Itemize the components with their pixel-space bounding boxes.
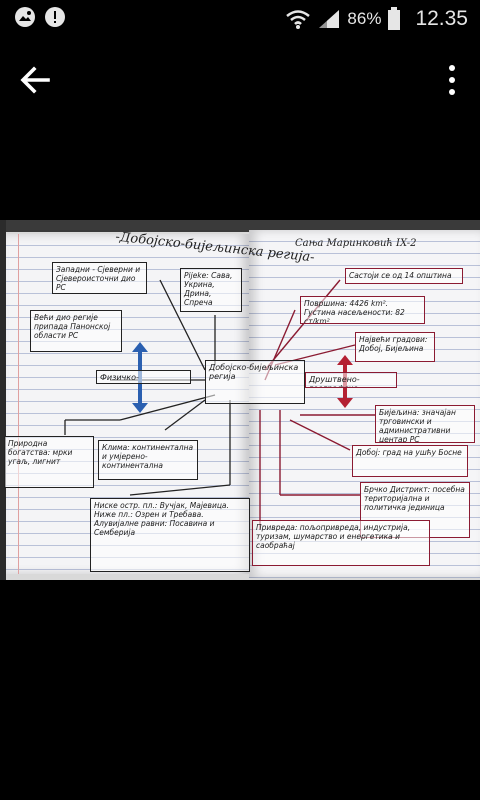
status-bar: 86% 12.35 bbox=[0, 0, 480, 38]
note-rivers: Рijeke: Сава, Укрина, Дрина, Спреча bbox=[180, 268, 242, 312]
alert-notification-icon bbox=[45, 7, 65, 27]
label-physical-geographic: Физичко-географске bbox=[96, 370, 191, 384]
wifi-icon bbox=[286, 10, 311, 29]
note-municipalities: Састоји се од 14 општина bbox=[345, 268, 463, 284]
note-mountains: Ниске остр. пл.: Вучјак, Мајевица. Ниже … bbox=[90, 498, 250, 572]
photo-edge bbox=[0, 220, 6, 580]
photo-author: Сања Маринковић IX-2 bbox=[295, 238, 417, 249]
note-doboj: Добој: град на ушћу Босне bbox=[352, 445, 468, 477]
label-social-geographic: Друштвено-географске bbox=[305, 372, 397, 388]
photo-notification-icon bbox=[15, 7, 35, 27]
app-bar bbox=[0, 38, 480, 118]
note-resources: Природна богатства: мрки угаљ, лигнит bbox=[4, 436, 94, 488]
note-pannonian: Већи дио регије припада Панонској област… bbox=[30, 310, 122, 352]
note-bijeljina: Бијељина: значајан трговински и админист… bbox=[375, 405, 475, 443]
battery-icon bbox=[388, 7, 401, 30]
arrow-left-icon[interactable] bbox=[16, 60, 56, 100]
photo-background bbox=[0, 220, 480, 232]
note-center-region: Добојско-бијељинска регија bbox=[205, 360, 305, 404]
battery-percent: 86% bbox=[347, 9, 382, 28]
note-location: Западни - Сјеверни и Сјевероисточни дио … bbox=[52, 262, 147, 294]
more-vertical-icon[interactable] bbox=[442, 62, 462, 98]
signal-icon bbox=[319, 10, 340, 28]
notebook-photo[interactable]: -Добојско-бијељинска регија- Сања Маринк… bbox=[0, 220, 480, 580]
clock: 12.35 bbox=[415, 7, 468, 30]
note-largest-cities: Највећи градови: Добој, Бијељина bbox=[355, 332, 435, 362]
note-economy: Привреда: пољопривреда, индустрија, тури… bbox=[252, 520, 430, 566]
note-climate: Клима: континентална и умјерено-континен… bbox=[98, 440, 198, 480]
note-area: Површина: 4426 km². Густина насељености:… bbox=[300, 296, 425, 324]
